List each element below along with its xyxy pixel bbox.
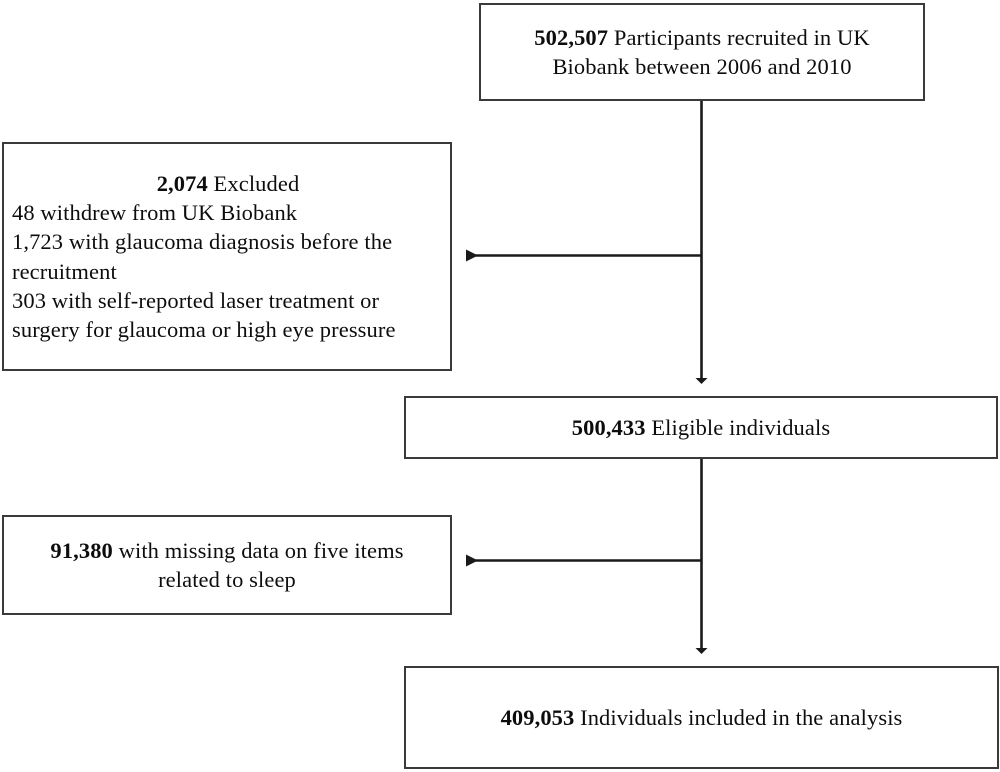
missing-label: with missing data on five items related … — [112, 537, 404, 592]
eligible-text: 500,433 Eligible individuals — [418, 413, 984, 442]
excluded-reason-3: 303 with self-reported laser treatment o… — [12, 287, 396, 342]
analysis-label: Individuals included in the analysis — [574, 704, 903, 730]
eligible-label: Eligible individuals — [645, 414, 831, 440]
eligible-count: 500,433 — [571, 414, 646, 440]
flow-box-missing-data: 91,380 with missing data on five items r… — [2, 515, 452, 615]
excluded-text-block: 2,074 Excluded 48 withdrew from UK Bioba… — [12, 169, 444, 345]
recruited-count: 502,507 — [534, 24, 609, 50]
excluded-reason-1: 48 withdrew from UK Biobank — [12, 200, 298, 225]
missing-text: 91,380 with missing data on five items r… — [18, 536, 436, 595]
flow-box-eligible-individuals: 500,433 Eligible individuals — [404, 396, 998, 459]
analysis-count: 409,053 — [500, 704, 575, 730]
recruited-text: 502,507 Participants recruited in UK Bio… — [495, 23, 909, 82]
recruited-label: Participants recruited in UK Biobank bet… — [552, 24, 870, 79]
excluded-count: 2,074 — [156, 170, 208, 196]
flow-box-analysis-included: 409,053 Individuals included in the anal… — [404, 666, 999, 769]
excluded-reason-2: 1,723 with glaucoma diagnosis before the… — [12, 229, 393, 284]
missing-count: 91,380 — [50, 537, 113, 563]
excluded-heading: 2,074 Excluded — [12, 169, 444, 198]
flow-box-excluded: 2,074 Excluded 48 withdrew from UK Bioba… — [2, 142, 452, 371]
excluded-heading-label: Excluded — [207, 170, 300, 196]
flow-box-recruited-participants: 502,507 Participants recruited in UK Bio… — [479, 3, 925, 101]
analysis-text: 409,053 Individuals included in the anal… — [418, 703, 985, 732]
